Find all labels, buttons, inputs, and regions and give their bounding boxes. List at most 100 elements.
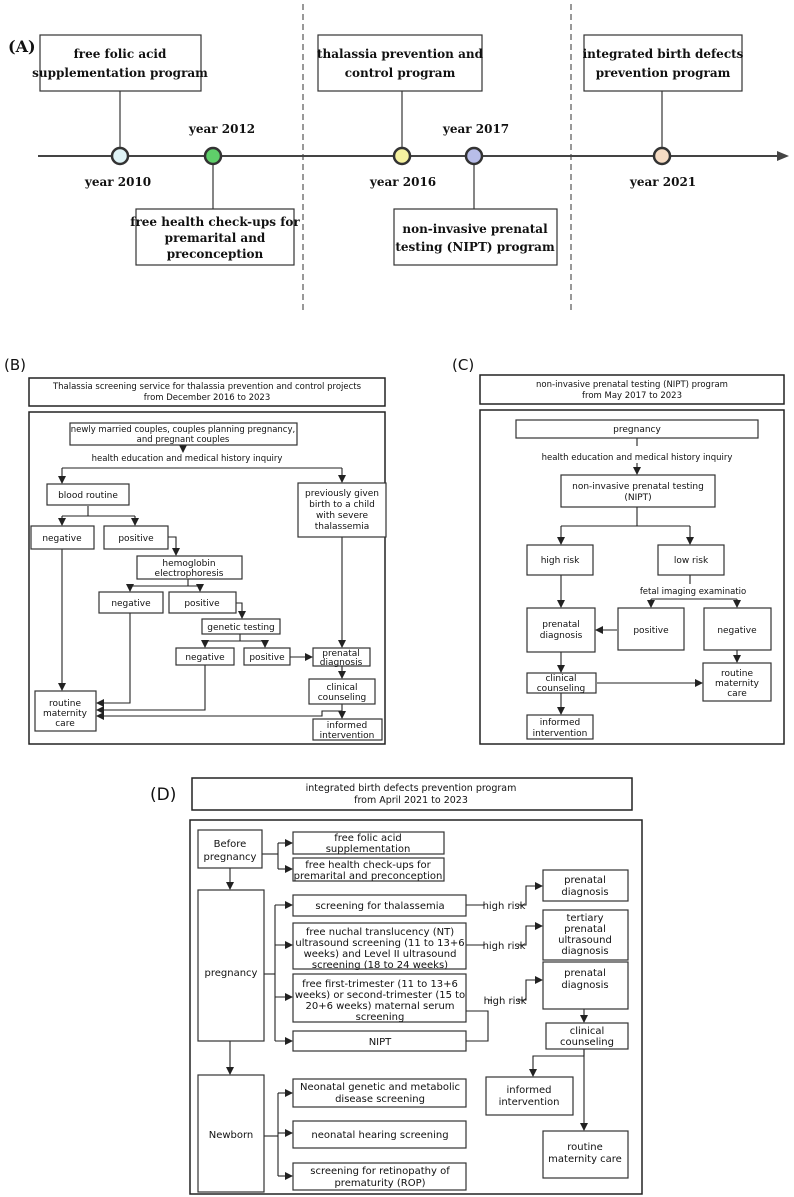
d-rop-screening <box>292 1162 467 1191</box>
c-positive <box>617 607 685 651</box>
panel-b-title-box <box>28 377 386 407</box>
d-hearing-screening <box>292 1120 467 1149</box>
box-nipt-program: non-invasive prenatal testing (NIPT) pro… <box>393 208 558 266</box>
svg-text:birth to a child: birth to a child <box>309 500 375 510</box>
b-blood-routine <box>46 483 130 506</box>
c-routine-care <box>702 662 772 702</box>
b-health-education: health education and medical history inq… <box>92 454 283 464</box>
marker-2010 <box>110 146 130 166</box>
svg-text:electrophoresis: electrophoresis <box>155 569 224 579</box>
svg-text:intervention: intervention <box>320 731 375 741</box>
panel-a: (A) free folic acid supplementation prog… <box>8 4 789 312</box>
b-positive-3 <box>243 647 291 666</box>
d-serum-screening <box>292 973 467 1023</box>
svg-text:care: care <box>727 689 747 699</box>
d-tertiary-ultrasound <box>542 909 629 961</box>
svg-text:negative: negative <box>111 599 151 609</box>
svg-text:screening for retinopathy of: screening for retinopathy of <box>310 1166 450 1177</box>
svg-text:counseling: counseling <box>318 693 367 703</box>
svg-text:control program: control program <box>345 66 456 80</box>
svg-text:weeks) and Level II ultrasound: weeks) and Level II ultrasound <box>304 949 457 960</box>
b-positive-2 <box>168 591 237 614</box>
svg-text:counseling: counseling <box>537 684 586 694</box>
svg-text:maternity care: maternity care <box>548 1154 622 1165</box>
marker-2012 <box>203 146 223 166</box>
c-clinical-counseling <box>526 672 597 694</box>
svg-text:hemoglobin: hemoglobin <box>162 559 215 569</box>
svg-text:pregnancy: pregnancy <box>613 425 661 435</box>
svg-text:diagnosis: diagnosis <box>561 946 608 957</box>
b-positive-1 <box>103 525 169 550</box>
b-genetic-testing <box>201 618 281 635</box>
svg-text:diagnosis: diagnosis <box>561 980 608 991</box>
panel-b: (B) Thalassia screening service for thal… <box>4 356 387 745</box>
d-high-risk-2: high risk <box>483 941 526 952</box>
d-clinical-counseling <box>545 1022 629 1050</box>
svg-text:clinical: clinical <box>545 674 576 684</box>
svg-text:Neonatal genetic and metabolic: Neonatal genetic and metabolic <box>300 1082 460 1093</box>
panel-d: (D) integrated birth defects prevention … <box>150 777 643 1195</box>
svg-text:prenatal: prenatal <box>564 875 606 886</box>
b-prenatal-diagnosis <box>312 647 371 667</box>
svg-text:genetic testing: genetic testing <box>207 623 275 633</box>
svg-text:free health check-ups for: free health check-ups for <box>130 215 300 229</box>
svg-text:previously given: previously given <box>305 489 379 499</box>
d-newborn <box>197 1074 265 1193</box>
svg-text:negative: negative <box>717 626 757 636</box>
b-couples-box <box>69 422 298 446</box>
panel-c-title-box <box>479 374 785 405</box>
box-folic-acid-program: free folic acid supplementation program <box>32 34 208 92</box>
svg-text:with severe: with severe <box>316 511 369 521</box>
marker-2016 <box>392 146 412 166</box>
svg-text:tertiary: tertiary <box>566 913 603 924</box>
svg-text:negative: negative <box>185 653 225 663</box>
c-informed-intervention <box>526 714 594 740</box>
year-2012-label: year 2012 <box>188 122 255 136</box>
b-negative-1 <box>30 525 95 550</box>
b-hemoglobin-box <box>136 555 243 580</box>
svg-text:positive: positive <box>118 534 154 544</box>
svg-text:screening (18 to 24 weeks): screening (18 to 24 weeks) <box>312 960 448 971</box>
d-prenatal-diagnosis-2 <box>542 961 629 1010</box>
svg-text:Thalassia screening service fo: Thalassia screening service for thalassi… <box>52 382 362 392</box>
svg-text:informed: informed <box>327 721 367 731</box>
svg-text:high risk: high risk <box>541 556 580 566</box>
c-negative <box>703 607 772 651</box>
year-2010-label: year 2010 <box>84 175 151 189</box>
svg-text:prenatal: prenatal <box>542 620 580 630</box>
d-before-pregnancy <box>197 829 263 869</box>
svg-text:diagnosis: diagnosis <box>320 658 363 668</box>
svg-text:integrated birth defects: integrated birth defects <box>583 47 744 61</box>
svg-text:Before: Before <box>214 839 247 850</box>
svg-text:pregnancy: pregnancy <box>205 968 258 979</box>
c-prenatal-diagnosis <box>526 607 596 653</box>
svg-text:maternity: maternity <box>43 709 88 719</box>
svg-text:thalassemia: thalassemia <box>315 522 369 532</box>
svg-text:clinical: clinical <box>326 683 357 693</box>
d-informed-intervention <box>485 1076 574 1116</box>
svg-text:clinical: clinical <box>570 1026 605 1037</box>
b-previously-box <box>297 482 387 538</box>
svg-text:non-invasive prenatal testing: non-invasive prenatal testing (NIPT) pro… <box>536 380 728 390</box>
panel-d-label: (D) <box>150 785 176 805</box>
d-pregnancy <box>197 889 265 1042</box>
svg-text:maternity: maternity <box>715 679 760 689</box>
svg-text:non-invasive prenatal: non-invasive prenatal <box>402 222 548 236</box>
svg-text:NIPT: NIPT <box>369 1037 392 1048</box>
svg-text:ultrasound: ultrasound <box>558 935 612 946</box>
svg-text:free health check-ups for: free health check-ups for <box>305 860 431 871</box>
svg-text:free folic acid: free folic acid <box>334 833 402 844</box>
svg-text:preconception: preconception <box>167 247 264 261</box>
d-nipt <box>292 1030 467 1052</box>
svg-text:routine: routine <box>721 669 753 679</box>
svg-text:free folic acid: free folic acid <box>74 47 167 61</box>
svg-text:screening for thalassemia: screening for thalassemia <box>315 901 444 912</box>
d-high-risk-1: high risk <box>483 901 526 912</box>
svg-text:prematurity (ROP): prematurity (ROP) <box>334 1178 425 1189</box>
svg-text:routine: routine <box>49 699 81 709</box>
svg-text:supplementation: supplementation <box>326 844 411 855</box>
svg-text:positive: positive <box>184 599 220 609</box>
svg-text:premarital and preconception: premarital and preconception <box>294 871 443 882</box>
d-high-risk-3: high risk <box>484 996 527 1007</box>
